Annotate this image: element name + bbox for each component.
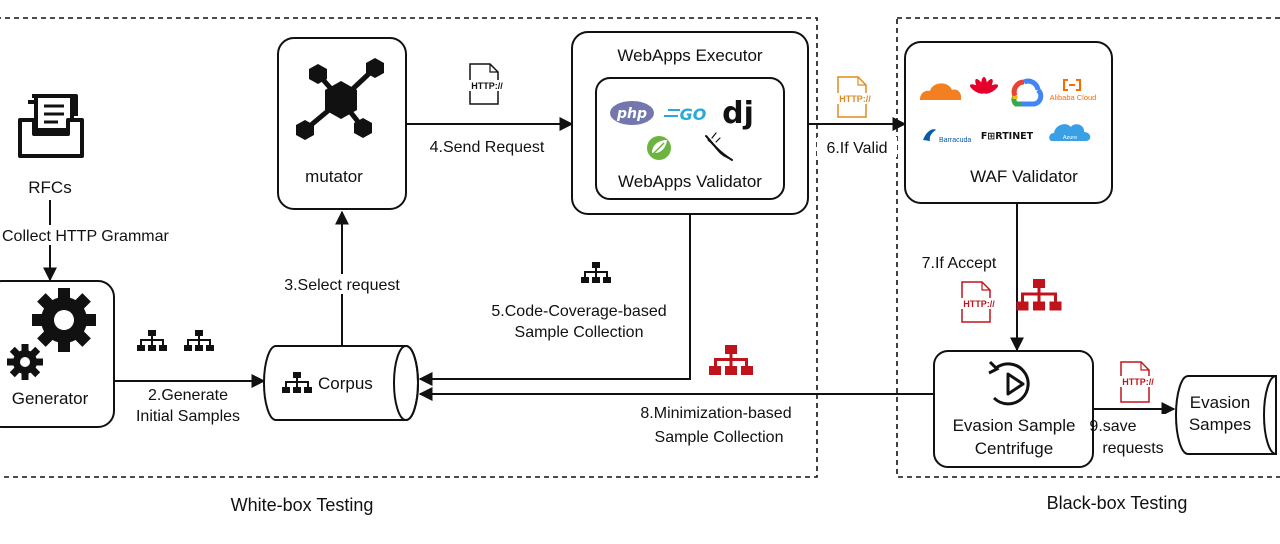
huawei-icon [969,77,999,94]
coverage-label-line1: 5.Code-Coverage-based [491,303,666,320]
svg-text:HTTP://: HTTP:// [963,299,995,309]
corpus-label: Corpus [318,374,373,393]
corpus-node: Corpus [263,345,419,421]
save-label-line1: 9.save [1089,418,1136,435]
select-request-label: 3.Select request [284,277,400,294]
accepted-tree-icon [1016,279,1062,311]
rfcs-node: RFCs [18,94,84,197]
mutator-label: mutator [305,167,363,186]
spring-icon [647,136,671,160]
barracuda-icon: Barracuda [923,129,971,144]
svg-text:Azure: Azure [1063,135,1077,141]
minimization-label-line1: 8.Minimization-based [640,405,791,422]
sample-tree-icon [184,330,214,351]
svg-text:dj: dj [722,96,754,131]
if-accept-label: 7.If Accept [922,255,997,272]
rfcs-label: RFCs [28,178,71,197]
php-icon: php [610,101,654,125]
sample-tree-icon [137,330,167,351]
minimization-tree-icon [709,345,753,375]
send-request-label: 4.Send Request [430,139,545,156]
black-box-region [896,17,1280,478]
http-file-icon-orange: HTTP:// [833,76,877,118]
centrifuge-node: Evasion Sample Centrifuge [933,350,1094,468]
generate-label-line1: 2.Generate [148,387,228,404]
save-label-line2: requests [1102,440,1163,457]
network-icon [296,58,384,140]
inbox-icon [18,94,84,158]
azure-icon: Azure [1049,124,1091,141]
evasion-samples-node: Evasion Sampes [1175,375,1277,455]
black-box-label: Black-box Testing [1047,493,1188,513]
replay-icon [988,360,1030,406]
waf-validator-node: Alibaba Cloud Barracuda F⊞RTINET Azure W… [904,41,1113,204]
svg-text:F⊞RTINET: F⊞RTINET [981,131,1034,142]
http-file-icon: HTTP:// [465,63,509,105]
django-icon: dj [722,96,754,131]
svg-text:Barracuda: Barracuda [939,137,971,144]
generator-node: Generator [0,280,115,428]
cloudflare-icon [920,83,962,100]
http-file-icon-red: HTTP:// [1116,361,1160,403]
coverage-tree-icon [581,262,611,283]
google-cloud-icon [1011,78,1044,107]
generator-label: Generator [12,389,89,408]
svg-text:HTTP://: HTTP:// [839,94,871,104]
fortinet-icon: F⊞RTINET [981,131,1034,142]
if-valid-label: 6.If Valid [826,140,887,157]
generate-label-line2: Initial Samples [136,408,240,425]
validator-label: WebApps Validator [618,172,762,191]
mutator-node: mutator [277,37,407,210]
coverage-label-line2: Sample Collection [515,324,644,341]
go-icon: GO [664,105,707,124]
gear-icon [7,288,96,380]
http-file-icon-red: HTTP:// [957,281,1001,323]
evasion-samples-label-line2: Sampes [1189,415,1251,434]
minimization-label-line2: Sample Collection [655,429,784,446]
coverage-arrow [418,214,691,386]
collect-grammar-label: Collect HTTP Grammar [2,228,170,245]
evasion-samples-label-line1: Evasion [1190,393,1250,412]
http-label: HTTP:// [471,81,503,91]
executor-label: WebApps Executor [617,46,763,65]
webapps-executor-node: WebApps Executor php GO dj WebApps Valid… [571,31,809,215]
svg-text:Alibaba Cloud: Alibaba Cloud [1050,93,1097,102]
svg-text:php: php [616,106,647,122]
alibaba-cloud-icon: Alibaba Cloud [1050,79,1097,102]
waf-validator-label: WAF Validator [970,167,1078,186]
flask-icon [705,132,733,161]
svg-text:HTTP://: HTTP:// [1122,377,1154,387]
centrifuge-label-line1: Evasion Sample [953,416,1076,435]
white-box-label: White-box Testing [231,495,374,515]
centrifuge-label-line2: Centrifuge [975,439,1053,458]
svg-text:GO: GO [680,105,707,124]
